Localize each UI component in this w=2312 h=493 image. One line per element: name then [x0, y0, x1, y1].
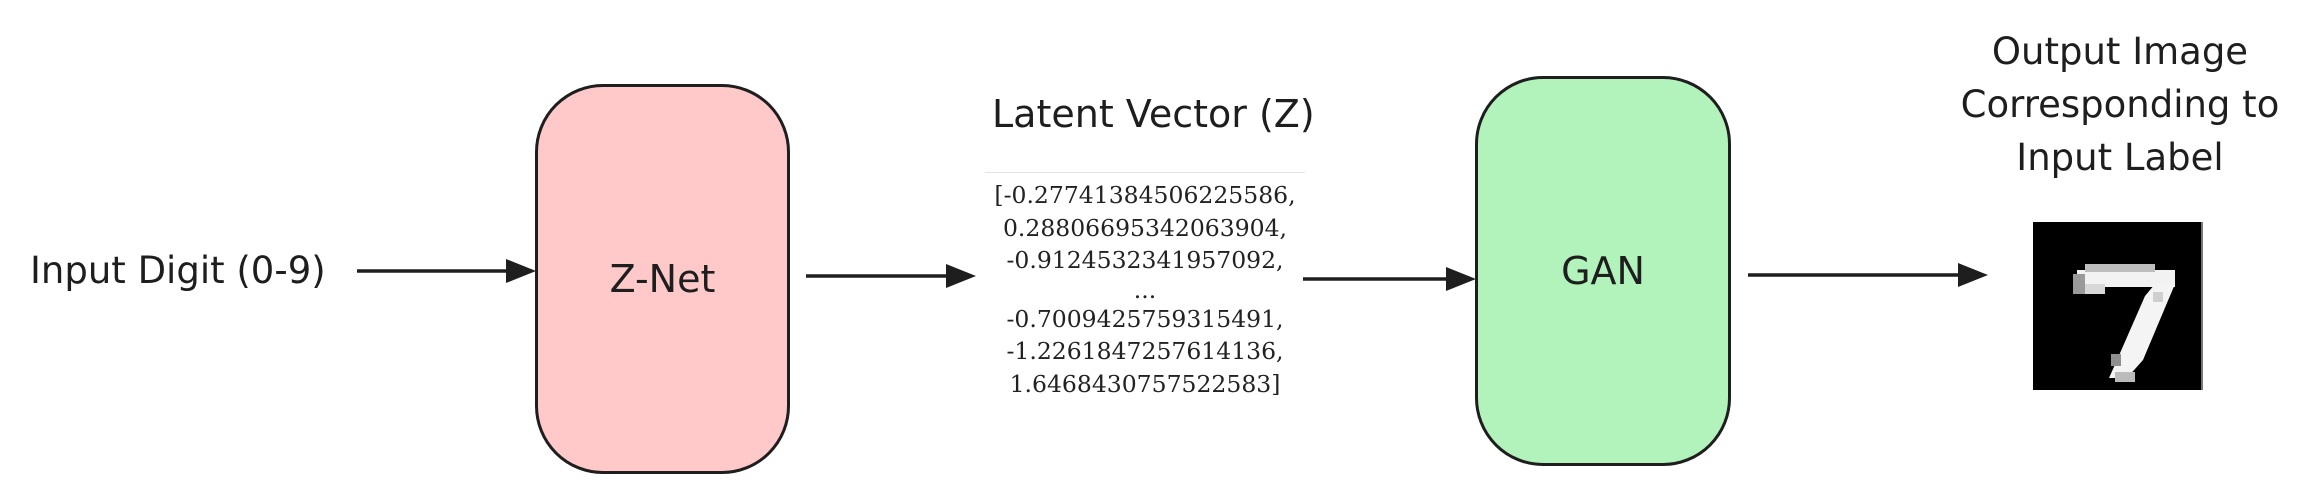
vector-line: 0.28806695342063904,: [1002, 213, 1288, 242]
arrow-input-to-znet: [357, 259, 536, 283]
znet-box: Z-Net: [535, 84, 790, 474]
gan-box: GAN: [1475, 76, 1731, 466]
arrow-znet-to-latent: [806, 264, 976, 288]
arrow-latent-to-gan: [1303, 267, 1476, 291]
latent-vector-values: [-0.27741384506225586, 0.288066953420639…: [985, 172, 1305, 400]
latent-vector-title: Latent Vector (Z): [992, 92, 1315, 136]
znet-label: Z-Net: [609, 257, 716, 301]
vector-line: [-0.27741384506225586,: [994, 181, 1296, 209]
output-image-title: Output Image Corresponding to Input Labe…: [1960, 30, 2280, 179]
output-digit-image: [2033, 222, 2203, 390]
vector-line: -0.9124532341957092,: [1006, 246, 1284, 274]
gan-label: GAN: [1561, 249, 1645, 293]
arrow-gan-to-output: [1748, 263, 1988, 287]
vector-ellipsis: ...: [1133, 275, 1157, 304]
vector-line: -0.7009425759315491,: [1006, 304, 1284, 333]
input-digit-label: Input Digit (0-9): [30, 249, 326, 292]
vector-line: -1.2261847257614136,: [1006, 337, 1284, 365]
digit-seven-image: [2033, 222, 2201, 390]
vector-line: 1.6468430757522583]: [1009, 369, 1281, 398]
